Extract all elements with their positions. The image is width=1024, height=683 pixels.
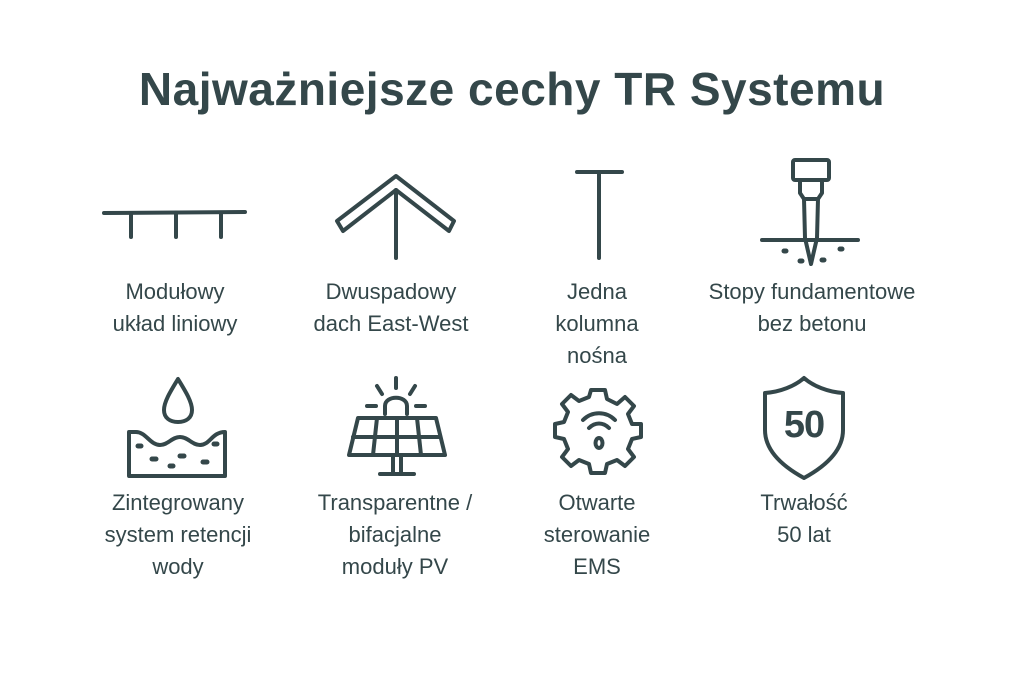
water-retention-icon <box>127 377 227 478</box>
roof-icon <box>335 174 456 260</box>
gear-wifi-icon <box>553 388 643 475</box>
page-title: Najważniejsze cechy TR Systemu <box>138 63 886 115</box>
solar-panel-icon <box>347 376 447 476</box>
ground-screw-icon <box>760 158 860 266</box>
shield-50-icon <box>763 376 845 480</box>
rail-icon <box>102 210 247 239</box>
column-icon <box>575 170 624 260</box>
shield-badge-number: 50 <box>783 404 825 446</box>
